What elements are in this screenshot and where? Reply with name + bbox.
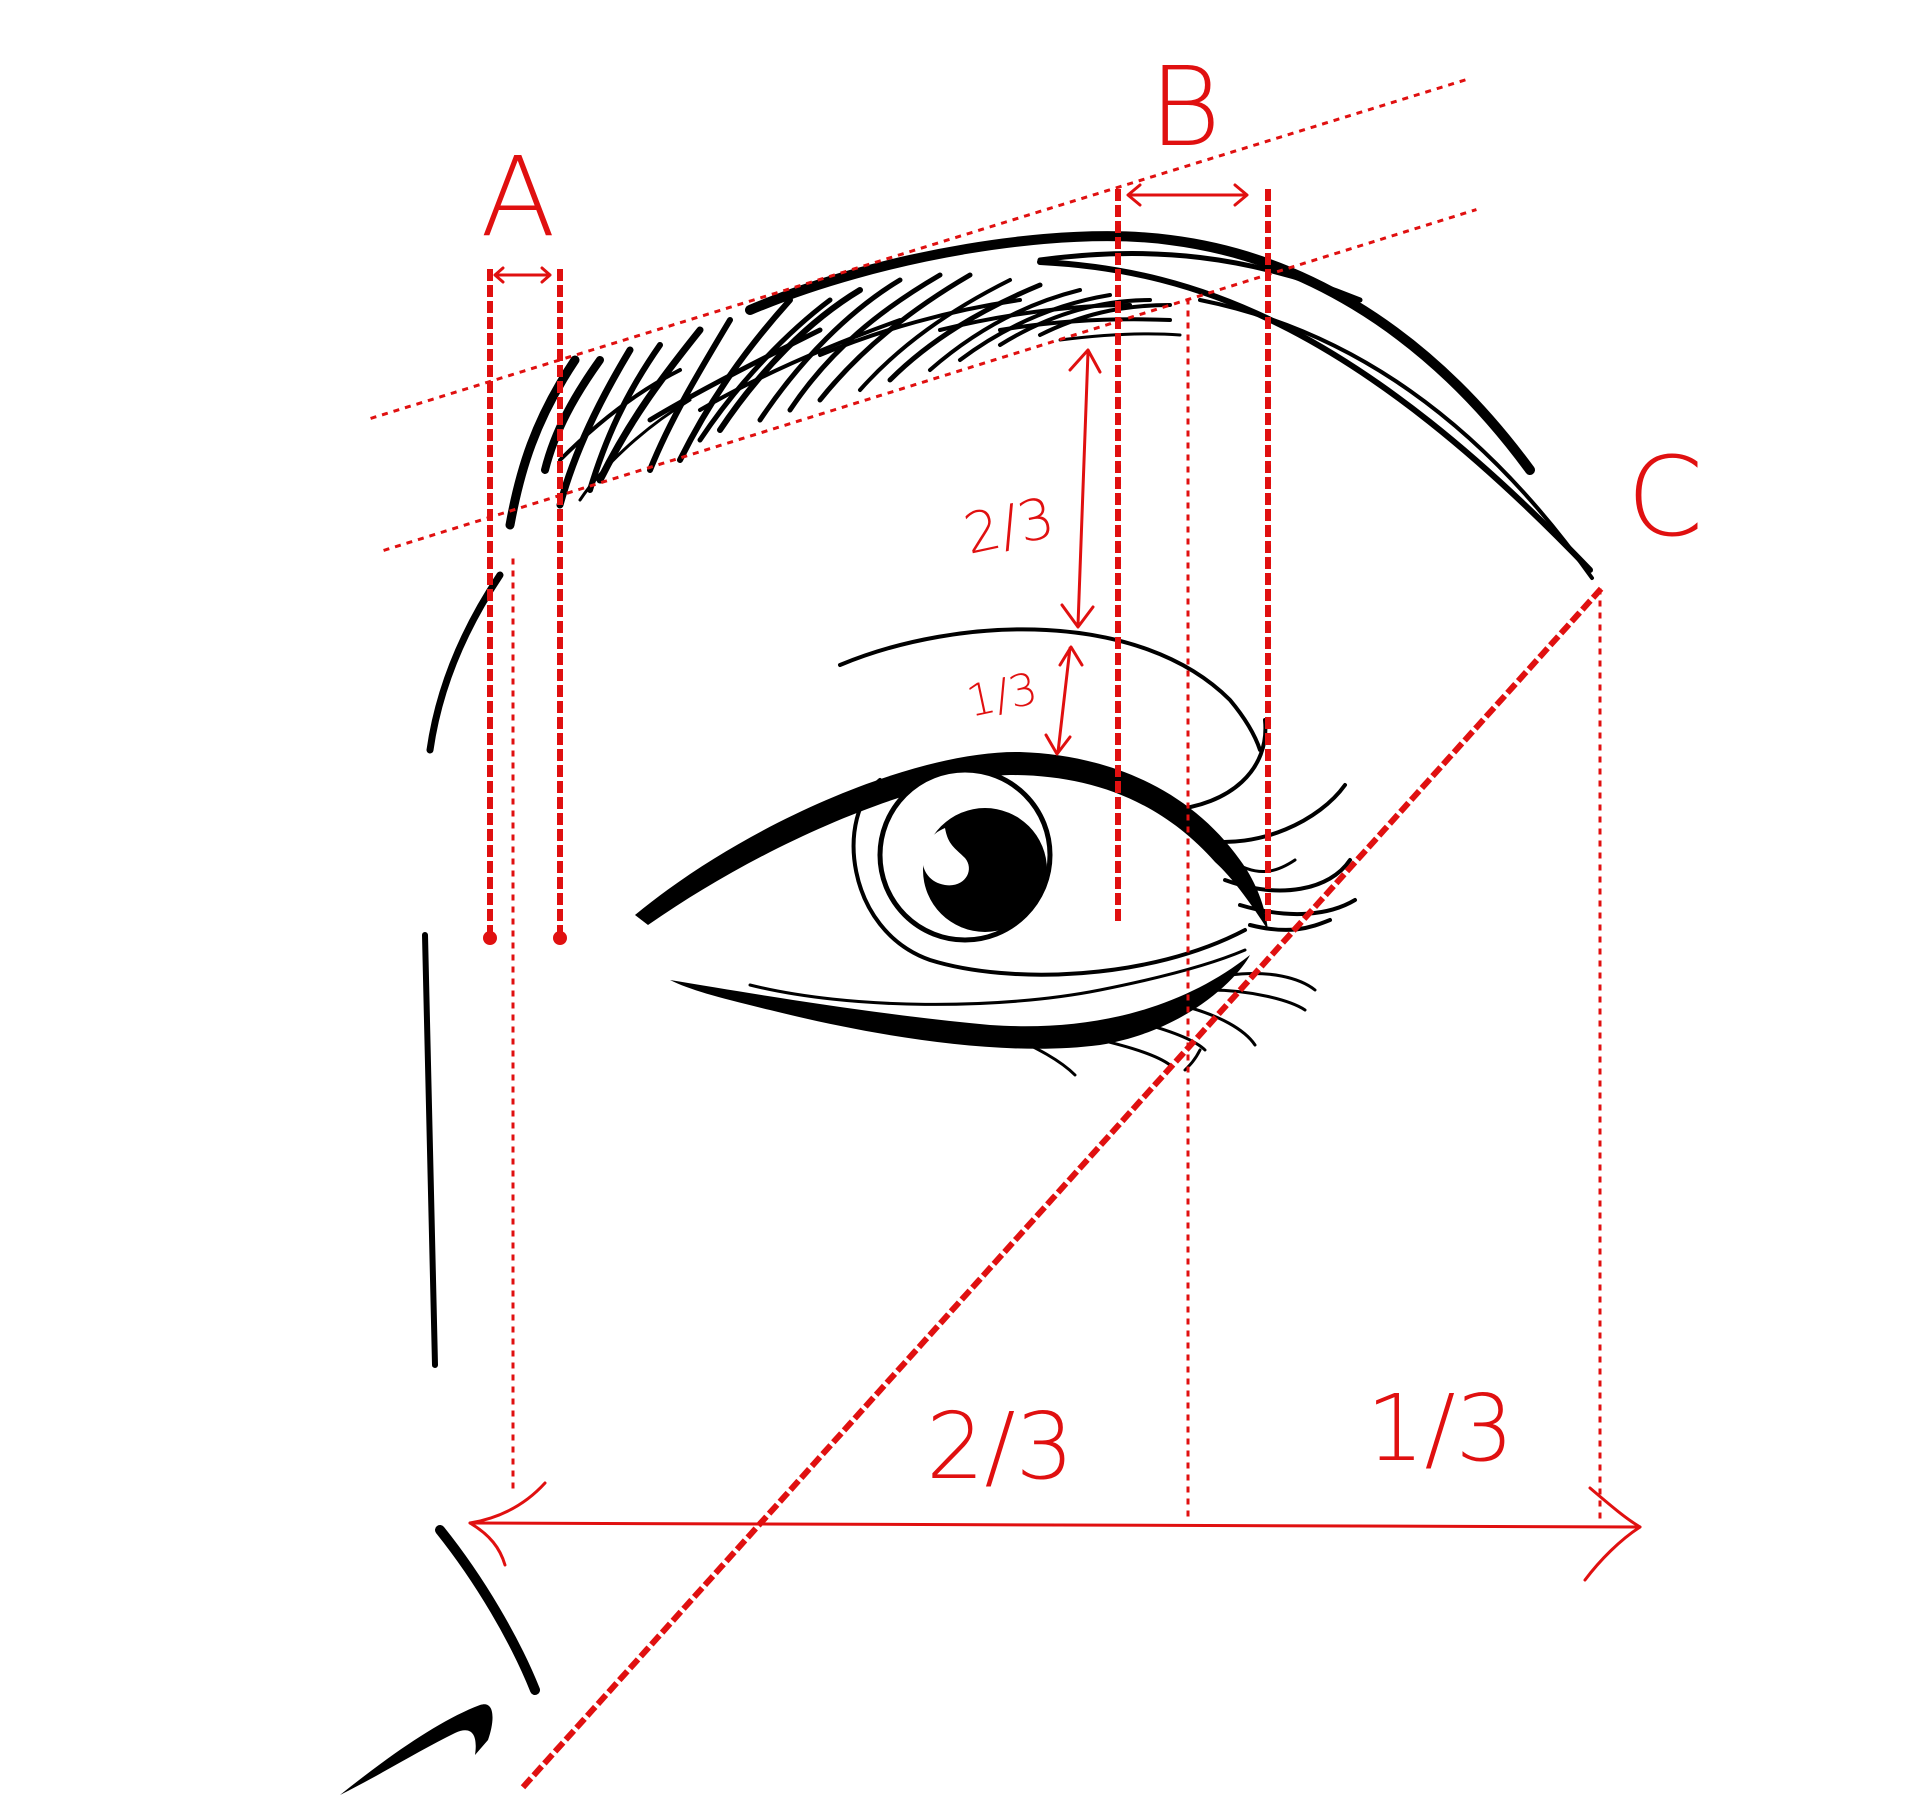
bottom-measure-line — [468, 1521, 1642, 1529]
face-side-contour — [422, 932, 438, 1368]
nose-bridge — [435, 1525, 540, 1695]
point-a-label: A — [480, 133, 555, 261]
lower-eyelid — [670, 955, 1250, 1049]
eyebrow-bottom-guide — [383, 208, 1477, 552]
nostril — [340, 1704, 493, 1795]
point-b-label: B — [1149, 43, 1221, 171]
eyebrow-arch-outer — [1037, 259, 1593, 573]
bottom-two-thirds-label: 2/3 — [926, 1393, 1074, 1500]
eyebrow-hairs — [505, 272, 1182, 530]
nose-to-tail-diagonal — [520, 585, 1605, 1790]
face-illustration — [340, 231, 1594, 1795]
vertical-two-thirds-label: 2/3 — [958, 485, 1060, 567]
point-a-width-arrow — [493, 266, 552, 284]
eye-inner-lid-line — [748, 948, 1247, 1006]
eyebrow-arch — [745, 231, 1535, 475]
proportion-guides: A B C 2/3 1/3 2/3 1/3 — [370, 43, 1704, 1790]
lower-lashes — [998, 971, 1317, 1077]
eyebrow-top-guide — [370, 78, 1467, 420]
eyelid-crease — [838, 627, 1262, 752]
point-c-label: C — [1627, 433, 1704, 561]
point-a-dot-outer — [553, 931, 567, 945]
eyebrow-upper-stroke — [1037, 251, 1363, 303]
vertical-two-thirds-arrow — [1060, 348, 1102, 629]
bottom-measure-left-head — [468, 1481, 547, 1567]
eye-sclera-outline — [851, 778, 1247, 977]
upper-eyelid — [635, 751, 1268, 930]
eye-highlight — [922, 828, 969, 886]
bottom-one-third-label: 1/3 — [1366, 1375, 1514, 1482]
vertical-one-third-label: 1/3 — [962, 663, 1042, 728]
point-a-dot-inner — [483, 931, 497, 945]
pupil — [923, 808, 1047, 932]
point-b-width-arrow — [1126, 183, 1249, 207]
eyebrow-arch-tail — [1198, 298, 1594, 580]
bottom-measure-right-head — [1583, 1486, 1642, 1582]
vertical-one-third-arrow — [1044, 645, 1084, 756]
